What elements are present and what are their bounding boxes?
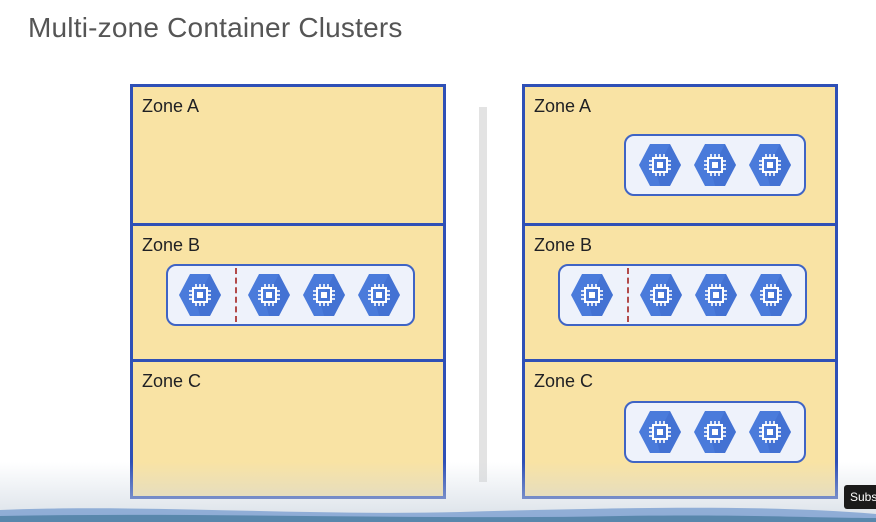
compute-node-icon: [747, 271, 795, 319]
compute-node-icon: [691, 141, 739, 189]
right-zone-a-node-pool: [624, 134, 806, 196]
compute-node-icon: [636, 141, 684, 189]
compute-node-icon: [355, 271, 403, 319]
zone-label: Zone C: [142, 371, 202, 391]
compute-node-icon: [692, 271, 740, 319]
compute-node-icon: [300, 271, 348, 319]
zone-label: Zone B: [142, 235, 201, 255]
compute-node-icon: [637, 271, 685, 319]
decorative-wave: [0, 507, 876, 522]
left-zone-a: Zone A: [133, 87, 443, 223]
compute-node-icon: [746, 141, 794, 189]
right-zone-c: Zone C: [525, 359, 835, 495]
right-zone-a: Zone A: [525, 87, 835, 223]
subscribe-button[interactable]: Subscribe: [844, 485, 876, 509]
compute-node-icon: [245, 271, 293, 319]
compute-node-icon: [176, 271, 224, 319]
right-zone-c-node-pool: [624, 401, 806, 463]
pool-divider: [235, 268, 237, 322]
zone-label: Zone A: [534, 96, 592, 116]
cluster-divider: [479, 107, 487, 482]
compute-node-icon: [636, 408, 684, 456]
zone-label: Zone B: [534, 235, 593, 255]
slide-title: Multi-zone Container Clusters: [28, 12, 403, 43]
left-cluster-panel: Zone A Zone B Zone C: [130, 84, 446, 499]
zone-label: Zone C: [534, 371, 594, 391]
compute-node-icon: [746, 408, 794, 456]
right-cluster-panel: Zone A Zone B Zone C: [522, 84, 838, 499]
zone-label: Zone A: [142, 96, 200, 116]
right-zone-b-node-pool: [558, 264, 807, 326]
pool-divider: [627, 268, 629, 322]
compute-node-icon: [691, 408, 739, 456]
left-zone-b: Zone B: [133, 223, 443, 359]
right-zone-b: Zone B: [525, 223, 835, 359]
compute-node-icon: [568, 271, 616, 319]
left-zone-c: Zone C: [133, 359, 443, 495]
left-zone-b-node-pool: [166, 264, 415, 326]
